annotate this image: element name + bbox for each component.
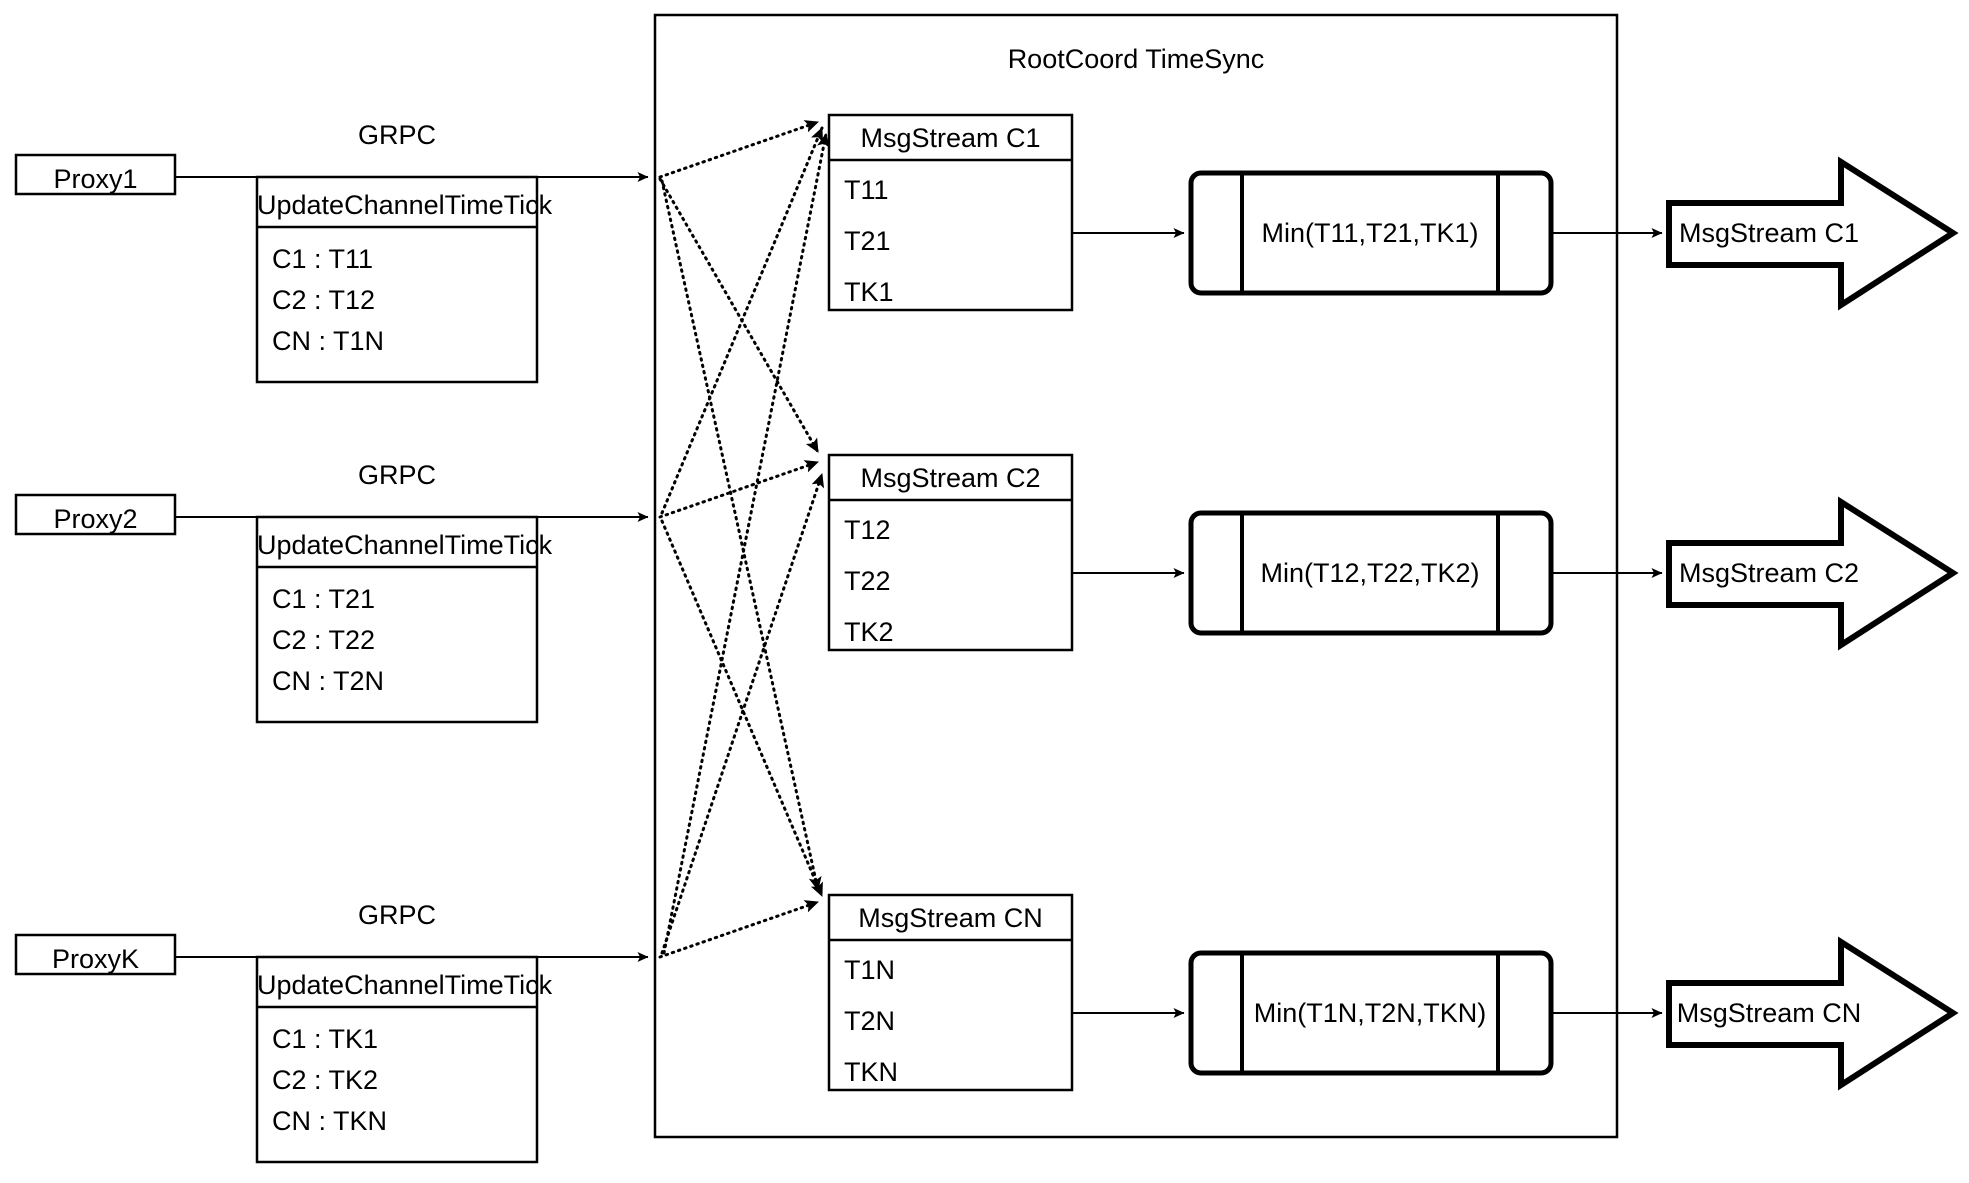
rpc-row-proxy2-0: C1 : T21 xyxy=(272,584,376,614)
msgstream-row-c1-1: T21 xyxy=(844,226,891,256)
msgstream-header-c2: MsgStream C2 xyxy=(860,463,1041,493)
msgstream-row-c2-1: T22 xyxy=(844,566,891,596)
msgstream-row-cn-2: TKN xyxy=(844,1057,898,1087)
proxy-label-proxyk: ProxyK xyxy=(51,944,140,974)
rpc-row-proxyk-1: C2 : TK2 xyxy=(272,1065,379,1095)
rpc-header-proxyk: UpdateChannelTimeTick xyxy=(257,970,553,1000)
msgstream-row-cn-1: T2N xyxy=(844,1006,896,1036)
output-label-c1: MsgStream C1 xyxy=(1678,218,1860,248)
rpc-row-proxy2-1: C2 : T22 xyxy=(272,625,376,655)
rpc-row-proxyk-2: CN : TKN xyxy=(272,1106,388,1136)
rpc-row-proxyk-0: C1 : TK1 xyxy=(272,1024,379,1054)
fanout-proxy1-to-c1 xyxy=(658,120,820,179)
fanout-proxy2-to-c1 xyxy=(660,126,824,515)
msgstream-header-cn: MsgStream CN xyxy=(858,903,1043,933)
min-label-cn: Min(T1N,T2N,TKN) xyxy=(1253,998,1487,1028)
rpc-row-proxy1-1: C2 : T12 xyxy=(272,285,376,315)
grpc-label-proxyk: GRPC xyxy=(357,900,436,930)
fanout-proxyk-to-c2 xyxy=(660,472,825,955)
rpc-header-proxy2: UpdateChannelTimeTick xyxy=(257,530,553,560)
fanout-proxy1-to-cn xyxy=(660,179,822,892)
fanout-proxyk-to-cn xyxy=(658,900,820,959)
min-label-c2: Min(T12,T22,TK2) xyxy=(1260,558,1480,588)
fanout-proxy1-to-c2 xyxy=(658,177,820,454)
msgstream-row-c2-2: TK2 xyxy=(844,617,894,647)
rpc-header-proxy1: UpdateChannelTimeTick xyxy=(257,190,553,220)
fanout-proxy2-to-cn xyxy=(660,519,824,898)
msgstream-row-cn-0: T1N xyxy=(844,955,896,985)
rpc-row-proxy1-2: CN : T1N xyxy=(272,326,385,356)
rootcoord-title: RootCoord TimeSync xyxy=(1007,44,1265,74)
rpc-row-proxy2-2: CN : T2N xyxy=(272,666,385,696)
fanout-proxy2-to-c2 xyxy=(658,460,820,519)
output-label-c2: MsgStream C2 xyxy=(1678,558,1860,588)
fanout-proxyk-to-c1 xyxy=(662,132,830,955)
rpc-row-proxy1-0: C1 : T11 xyxy=(272,244,374,274)
min-label-c1: Min(T11,T21,TK1) xyxy=(1261,218,1479,248)
proxy-label-proxy2: Proxy2 xyxy=(53,504,138,534)
msgstream-row-c2-0: T12 xyxy=(844,515,891,545)
output-label-cn: MsgStream CN xyxy=(1676,998,1862,1028)
proxy-label-proxy1: Proxy1 xyxy=(53,164,138,194)
grpc-label-proxy1: GRPC xyxy=(357,120,436,150)
msgstream-header-c1: MsgStream C1 xyxy=(860,123,1041,153)
grpc-label-proxy2: GRPC xyxy=(357,460,436,490)
msgstream-row-c1-2: TK1 xyxy=(844,277,894,307)
msgstream-row-c1-0: T11 xyxy=(844,175,889,205)
